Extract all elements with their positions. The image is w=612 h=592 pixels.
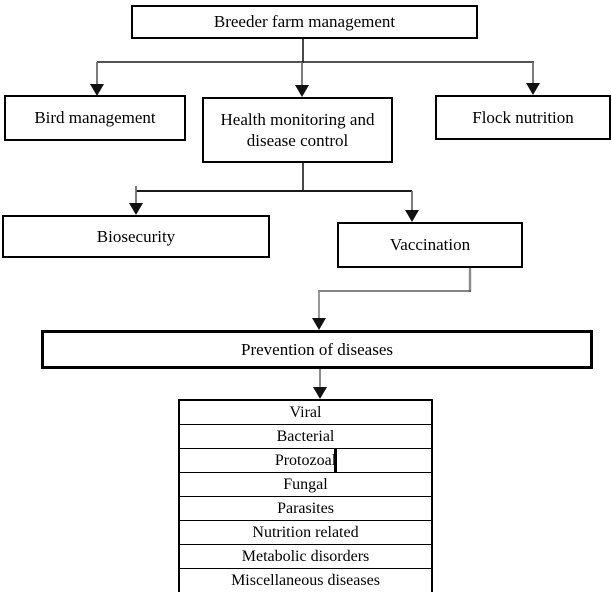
arrowhead-vaccination (405, 210, 419, 222)
node-prevention-of-diseases: Prevention of diseases (41, 330, 593, 369)
disease-label: Nutrition related (252, 523, 359, 541)
node-breeder-farm-management: Breeder farm management (131, 5, 478, 39)
node-label: Bird management (34, 108, 156, 128)
disease-row-fungal: Fungal (180, 473, 431, 497)
disease-row-nutrition-related: Nutrition related (180, 520, 431, 545)
disease-label: Fungal (283, 475, 328, 493)
node-vaccination: Vaccination (337, 222, 523, 268)
disease-label: Viral (289, 403, 322, 421)
disease-row-protozoal: Protozoal (180, 449, 431, 473)
edge-health-children (129, 163, 419, 222)
node-label: Prevention of diseases (240, 339, 394, 359)
disease-label: Bacterial (276, 427, 335, 445)
arrowhead-health (295, 85, 309, 97)
node-label: Biosecurity (96, 226, 176, 246)
arrowhead-prevention (312, 318, 326, 330)
node-health-monitoring: Health monitoring and disease control (202, 97, 393, 163)
disease-row-bacterial: Bacterial (180, 425, 431, 449)
disease-label: Protozoal (274, 451, 337, 469)
disease-label: Parasites (277, 499, 334, 517)
arrowhead-biosecurity (129, 203, 143, 215)
text-cursor (334, 449, 337, 472)
edge-root-children (90, 39, 540, 97)
disease-row-miscellaneous-diseases: Miscellaneous diseases (180, 569, 431, 592)
edge-prevention-diseases (313, 369, 327, 399)
node-bird-management: Bird management (4, 95, 186, 141)
disease-row-viral: Viral (180, 401, 431, 425)
node-label: Breeder farm management (213, 12, 396, 32)
arrowhead-disease-table (313, 387, 327, 399)
node-label: Flock nutrition (472, 107, 574, 127)
arrowhead-flock (526, 83, 540, 95)
node-label: Vaccination (389, 235, 471, 255)
node-biosecurity: Biosecurity (2, 215, 270, 258)
node-flock-nutrition: Flock nutrition (435, 95, 611, 140)
disease-row-metabolic-disorders: Metabolic disorders (180, 545, 431, 569)
arrowhead-bird (90, 84, 104, 96)
disease-label: Metabolic disorders (241, 547, 370, 565)
disease-row-parasites: Parasites (180, 497, 431, 521)
node-label: Health monitoring and disease control (220, 109, 375, 150)
disease-list-table: Viral Bacterial Protozoal Fungal Parasit… (178, 399, 433, 592)
disease-label: Miscellaneous diseases (231, 571, 380, 589)
edge-vaccination-prevention (312, 267, 472, 330)
